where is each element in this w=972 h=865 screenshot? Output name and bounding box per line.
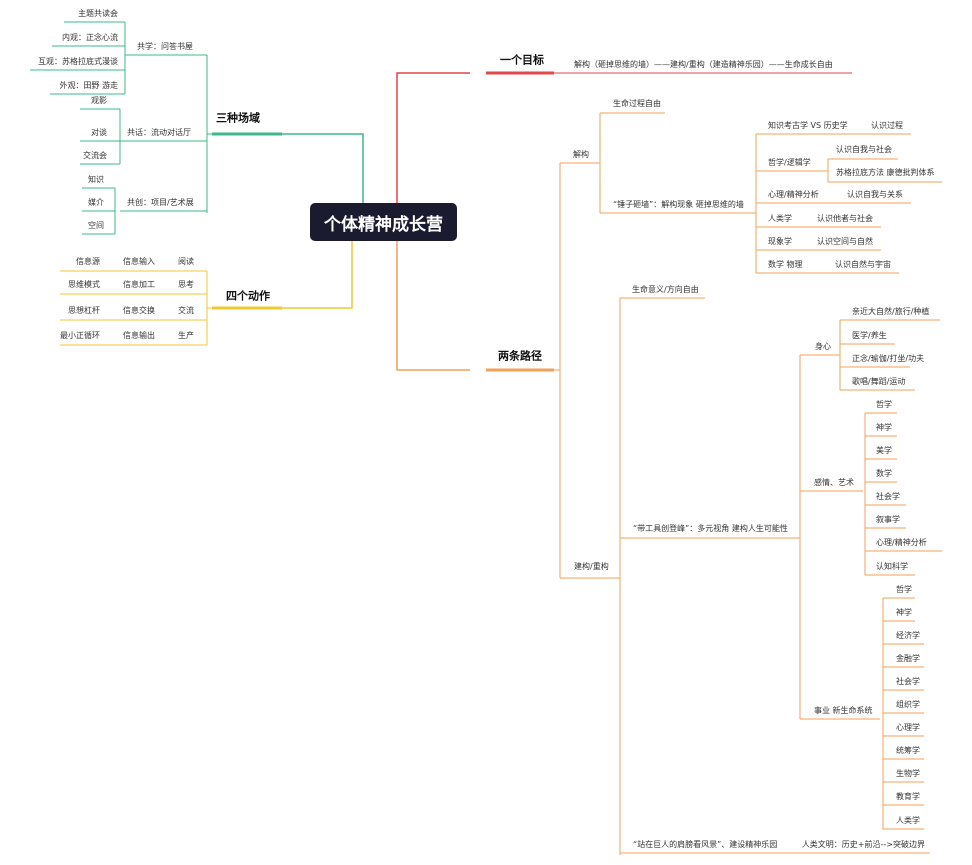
deconstruct-item[interactable]: 知识考古学 VS 历史学 <box>768 121 848 130</box>
root-to-paths-connector <box>396 241 470 371</box>
root-to-fields-connector <box>282 133 364 203</box>
deconstruct-item[interactable]: 人类学 <box>768 214 792 223</box>
construct-meaning[interactable]: 生命意义/方向自由 <box>632 285 699 294</box>
construct-body-item[interactable]: 歌唱/舞蹈/运动 <box>852 377 906 386</box>
actions-source[interactable]: 最小正循环 <box>60 331 100 340</box>
actions-source[interactable]: 思维模式 <box>68 280 100 289</box>
construct-career-item[interactable]: 心理学 <box>896 723 920 732</box>
deconstruct-freedom[interactable]: 生命过程自由 <box>613 99 661 108</box>
construct-giants[interactable]: “站在巨人的肩膀看风景”、建设精神乐园 <box>633 840 778 849</box>
construct-art-item[interactable]: 哲学 <box>876 400 892 409</box>
construct-career-item[interactable]: 金融学 <box>896 654 920 663</box>
actions-title[interactable]: 四个动作 <box>226 289 270 303</box>
construct-art-item[interactable]: 数学 <box>876 469 892 478</box>
actions-verb[interactable]: 生产 <box>178 331 194 340</box>
root-to-actions-connector <box>282 241 353 309</box>
deconstruct-item-child[interactable]: 认识自我与社会 <box>836 145 892 154</box>
fields-title[interactable]: 三种场域 <box>216 111 260 125</box>
fields-create-item[interactable]: 空间 <box>88 221 104 230</box>
fields-talk-item[interactable]: 观影 <box>91 96 107 105</box>
deconstruct-item-child[interactable]: 认识自然与宇宙 <box>835 260 891 269</box>
construct-career-item[interactable]: 人类学 <box>896 816 920 825</box>
actions-process[interactable]: 信息输入 <box>123 257 155 266</box>
fields-create-item[interactable]: 媒介 <box>88 198 104 207</box>
goal-description[interactable]: 解构（砸掉思维的墙）——建构/重构（建造精神乐园）——生命成长自由 <box>574 60 833 69</box>
fields-create-item[interactable]: 知识 <box>88 175 104 184</box>
construct-label[interactable]: 建构/重构 <box>574 562 609 571</box>
construct-body-item[interactable]: 亲近大自然/旅行/种植 <box>852 307 930 316</box>
deconstruct-hammer[interactable]: “锤子砸墙”：解构现象 砸掉思维的墙 <box>613 200 744 209</box>
deconstruct-item[interactable]: 心理/精神分析 <box>768 190 819 199</box>
fields-talk-label[interactable]: 共话：流动对话厅 <box>127 128 191 137</box>
root-node[interactable]: 个体精神成长营 <box>310 203 457 241</box>
construct-art-item[interactable]: 心理/精神分析 <box>876 538 927 547</box>
construct-art-item[interactable]: 叙事学 <box>876 515 900 524</box>
deconstruct-item[interactable]: 哲学/逻辑学 <box>768 158 811 167</box>
actions-source[interactable]: 思想杠杆 <box>68 306 100 315</box>
deconstruct-item-child[interactable]: 苏格拉底方法 康德批判体系 <box>836 168 935 177</box>
actions-process[interactable]: 信息输出 <box>123 331 155 340</box>
construct-tools[interactable]: “带工具创登峰”：多元视角 建构人生可能性 <box>633 524 788 533</box>
deconstruct-label[interactable]: 解构 <box>573 150 589 159</box>
construct-career-item[interactable]: 教育学 <box>896 792 920 801</box>
construct-body-item[interactable]: 正念/瑜伽/打坐/功夫 <box>852 354 925 363</box>
fields-talk-item[interactable]: 对谈 <box>91 128 107 137</box>
construct-body-label[interactable]: 身心 <box>815 342 831 351</box>
actions-process[interactable]: 信息加工 <box>123 280 155 289</box>
fields-talk-item[interactable]: 交流会 <box>83 151 107 160</box>
deconstruct-item[interactable]: 现象学 <box>768 237 792 246</box>
construct-career-item[interactable]: 生物学 <box>896 769 920 778</box>
construct-career-label[interactable]: 事业 新生命系统 <box>814 706 873 715</box>
root-to-goal-connector <box>396 72 470 203</box>
deconstruct-item-child[interactable]: 认识过程 <box>871 121 903 130</box>
fields-shared-item[interactable]: 主题共读会 <box>78 9 118 18</box>
construct-art-item[interactable]: 社会学 <box>876 492 900 501</box>
actions-verb[interactable]: 交流 <box>178 306 194 315</box>
actions-source[interactable]: 信息源 <box>76 257 100 266</box>
construct-art-item[interactable]: 认知科学 <box>876 562 908 571</box>
fields-shared-item[interactable]: 外观：田野 游走 <box>59 81 118 90</box>
construct-art-label[interactable]: 感情、艺术 <box>814 478 854 487</box>
construct-career-item[interactable]: 哲学 <box>896 585 912 594</box>
construct-civilization[interactable]: 人类文明：历史+前沿-->突破边界 <box>801 840 925 849</box>
deconstruct-item[interactable]: 数学 物理 <box>768 260 803 269</box>
fields-shared-item[interactable]: 互观：苏格拉底式漫谈 <box>38 57 118 66</box>
deconstruct-item-child[interactable]: 认识他者与社会 <box>817 214 873 223</box>
construct-art-item[interactable]: 美学 <box>876 446 892 455</box>
construct-body-item[interactable]: 医学/养生 <box>852 331 887 340</box>
paths-title[interactable]: 两条路径 <box>498 349 542 363</box>
goal-title[interactable]: 一个目标 <box>500 53 544 67</box>
deconstruct-item-child[interactable]: 认识自我与关系 <box>847 190 903 199</box>
construct-career-item[interactable]: 经济学 <box>896 631 920 640</box>
fields-shared-label[interactable]: 共学：问答书屋 <box>137 42 193 51</box>
actions-verb[interactable]: 思考 <box>178 280 194 289</box>
fields-shared-item[interactable]: 内观：正念心流 <box>62 33 118 42</box>
deconstruct-item-child[interactable]: 认识空间与自然 <box>817 237 873 246</box>
construct-art-item[interactable]: 神学 <box>876 423 892 432</box>
construct-career-item[interactable]: 统筹学 <box>896 746 920 755</box>
construct-career-item[interactable]: 社会学 <box>896 677 920 686</box>
fields-create-label[interactable]: 共创：项目/艺术展 <box>127 198 194 207</box>
construct-career-item[interactable]: 组织学 <box>896 700 920 709</box>
construct-career-item[interactable]: 神学 <box>896 608 912 617</box>
actions-process[interactable]: 信息交换 <box>123 306 155 315</box>
actions-verb[interactable]: 阅读 <box>178 257 194 266</box>
